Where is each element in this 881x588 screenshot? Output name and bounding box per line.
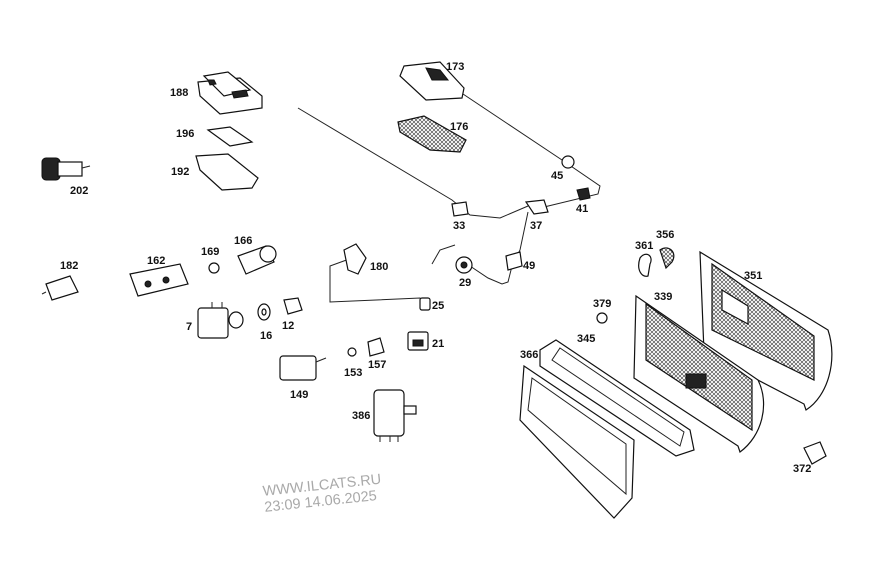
label-33: 33 bbox=[453, 220, 465, 232]
part-169-ring[interactable] bbox=[208, 262, 220, 274]
part-29-grommet[interactable] bbox=[455, 256, 473, 274]
label-188: 188 bbox=[170, 87, 188, 99]
label-356: 356 bbox=[656, 229, 674, 241]
part-182-plug[interactable] bbox=[41, 275, 79, 301]
part-12-nut[interactable] bbox=[283, 297, 303, 315]
label-41: 41 bbox=[576, 203, 588, 215]
label-169: 169 bbox=[201, 246, 219, 258]
part-345-gasket[interactable] bbox=[539, 339, 695, 457]
label-153: 153 bbox=[344, 367, 362, 379]
part-361-lens[interactable] bbox=[638, 253, 652, 277]
wiring-harness bbox=[297, 91, 601, 303]
label-361: 361 bbox=[635, 240, 653, 252]
label-192: 192 bbox=[171, 166, 189, 178]
part-41-clip[interactable] bbox=[576, 187, 591, 201]
part-45-grommet[interactable] bbox=[561, 155, 575, 169]
part-196-lens[interactable] bbox=[206, 126, 254, 147]
part-356-cover[interactable] bbox=[659, 247, 675, 270]
label-196: 196 bbox=[176, 128, 194, 140]
label-173: 173 bbox=[446, 61, 464, 73]
part-188-light-housing[interactable] bbox=[197, 71, 263, 115]
part-157-knob[interactable] bbox=[367, 337, 385, 357]
label-345: 345 bbox=[577, 333, 595, 345]
part-21-switch[interactable] bbox=[407, 331, 429, 351]
label-29: 29 bbox=[459, 277, 471, 289]
part-372-bracket[interactable] bbox=[803, 441, 827, 465]
label-12: 12 bbox=[282, 320, 294, 332]
label-372: 372 bbox=[793, 463, 811, 475]
label-176: 176 bbox=[450, 121, 468, 133]
label-351: 351 bbox=[744, 270, 762, 282]
label-37: 37 bbox=[530, 220, 542, 232]
label-45: 45 bbox=[551, 170, 563, 182]
part-49-connector[interactable] bbox=[505, 251, 523, 271]
part-16-washer[interactable] bbox=[257, 303, 271, 321]
label-25: 25 bbox=[432, 300, 444, 312]
part-149-module[interactable] bbox=[279, 355, 327, 381]
label-157: 157 bbox=[368, 359, 386, 371]
part-366-frame-inner bbox=[527, 377, 627, 496]
part-153-washer[interactable] bbox=[347, 347, 357, 357]
label-339: 339 bbox=[654, 291, 672, 303]
label-21: 21 bbox=[432, 338, 444, 350]
part-25-bulb[interactable] bbox=[419, 297, 431, 311]
part-339-lamp[interactable] bbox=[633, 294, 765, 453]
part-202-switch[interactable] bbox=[41, 157, 91, 181]
part-192-cover[interactable] bbox=[195, 153, 259, 191]
label-202: 202 bbox=[70, 185, 88, 197]
label-379: 379 bbox=[593, 298, 611, 310]
part-386-relay[interactable] bbox=[373, 389, 417, 442]
label-149: 149 bbox=[290, 389, 308, 401]
part-7-relay[interactable] bbox=[197, 302, 244, 339]
label-366: 366 bbox=[520, 349, 538, 361]
label-180: 180 bbox=[370, 261, 388, 273]
label-166: 166 bbox=[234, 235, 252, 247]
part-351-lamp-housing[interactable] bbox=[699, 250, 833, 411]
part-379-screw[interactable] bbox=[596, 312, 608, 324]
part-37-bracket[interactable] bbox=[524, 199, 549, 215]
part-33-connector[interactable] bbox=[451, 201, 469, 217]
label-386: 386 bbox=[352, 410, 370, 422]
part-173-dome-light[interactable] bbox=[399, 61, 465, 101]
label-49: 49 bbox=[523, 260, 535, 272]
label-16: 16 bbox=[260, 330, 272, 342]
part-162-element[interactable] bbox=[129, 263, 189, 297]
part-166-lighter[interactable] bbox=[237, 245, 277, 275]
label-182: 182 bbox=[60, 260, 78, 272]
label-162: 162 bbox=[147, 255, 165, 267]
part-180-socket[interactable] bbox=[343, 243, 367, 275]
part-176-lens[interactable] bbox=[397, 115, 467, 153]
label-7: 7 bbox=[186, 321, 192, 333]
part-366-frame[interactable] bbox=[519, 364, 635, 519]
part-345-gasket-inner bbox=[551, 347, 685, 447]
